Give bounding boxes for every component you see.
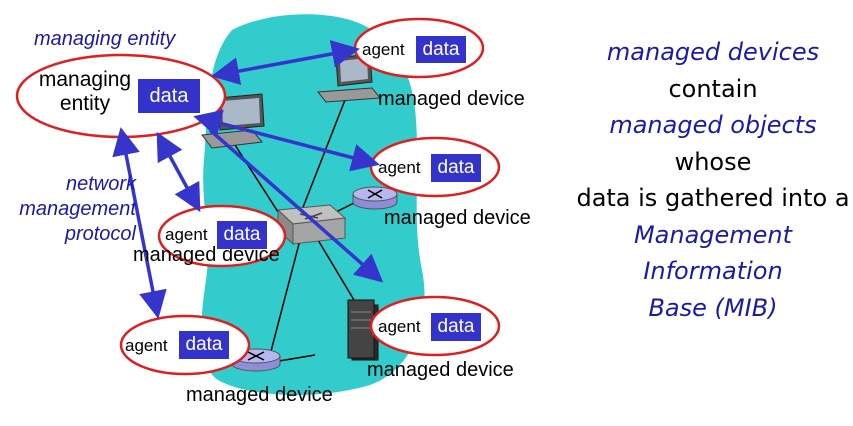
managing-entity-caption: managing entity — [34, 28, 176, 50]
managing-entity-label-line1: managing — [38, 68, 132, 91]
agent-data-box: data — [431, 313, 481, 341]
agent-data-box: data — [179, 331, 229, 359]
device-label-server: managed device — [367, 359, 514, 381]
agent-label: agent — [378, 158, 421, 177]
agent-data-box: data — [217, 221, 267, 249]
agent-label: agent — [378, 317, 421, 336]
mib-description: managed devices contain managed objects … — [568, 34, 853, 326]
description-line: whose — [674, 147, 752, 176]
description-line: Information — [643, 257, 783, 285]
description-line: Base (MIB) — [648, 293, 778, 322]
description-line: contain — [668, 74, 758, 103]
agent-data-box: data — [431, 154, 481, 182]
device-label-bottom: managed device — [186, 384, 333, 406]
agent-label: agent — [125, 336, 168, 355]
router-icon — [231, 348, 281, 372]
protocol-label-line: protocol — [64, 223, 136, 245]
device-label-router: managed device — [384, 207, 531, 229]
description-line: managed objects — [609, 111, 817, 139]
protocol-label-line: management — [19, 198, 136, 220]
agent-data-box: data — [416, 36, 466, 63]
managing-entity-data-box: data — [138, 79, 200, 113]
device-label-left: managed device — [133, 244, 280, 266]
agent-label: agent — [165, 225, 208, 244]
managing-entity-label: managing entity — [30, 68, 140, 116]
managing-entity-label-line2: entity — [59, 92, 111, 115]
description-line: data is gathered into a — [576, 184, 850, 212]
protocol-label: network management protocol — [0, 172, 136, 247]
description-line: managed devices — [606, 38, 820, 66]
agent-label: agent — [362, 40, 405, 59]
description-line: Management — [633, 220, 793, 249]
protocol-label-line: network — [65, 173, 136, 195]
router-icon — [352, 186, 398, 210]
protocol-arrows — [112, 40, 384, 319]
device-label-top: managed device — [378, 88, 525, 110]
